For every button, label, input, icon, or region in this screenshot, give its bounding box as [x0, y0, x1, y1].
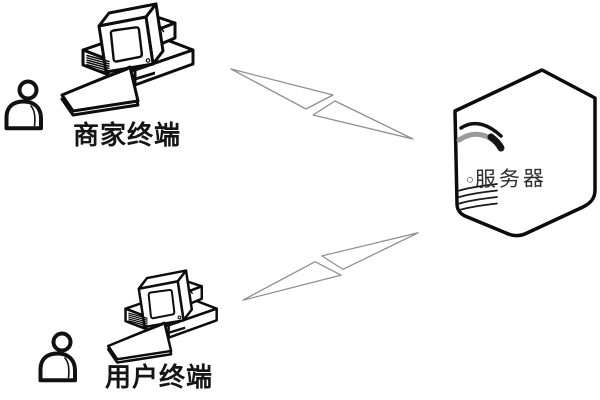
server-label-text: 服务器: [474, 166, 548, 192]
merchant-terminal-label: 商家终端: [72, 121, 181, 150]
user-terminal-label: 用户终端: [104, 363, 213, 392]
desktop-computer-icon: [60, 2, 195, 117]
person-icon: [4, 79, 43, 131]
server-label: ○服务器: [466, 162, 547, 193]
lightning-bolt-connector-top: [230, 68, 414, 140]
server-label-bullet: ○: [465, 171, 475, 187]
server-tower-icon: [453, 68, 597, 238]
person-icon: [38, 331, 77, 383]
lightning-bolt-connector-bottom: [242, 232, 419, 301]
desktop-computer-icon: [106, 269, 218, 364]
